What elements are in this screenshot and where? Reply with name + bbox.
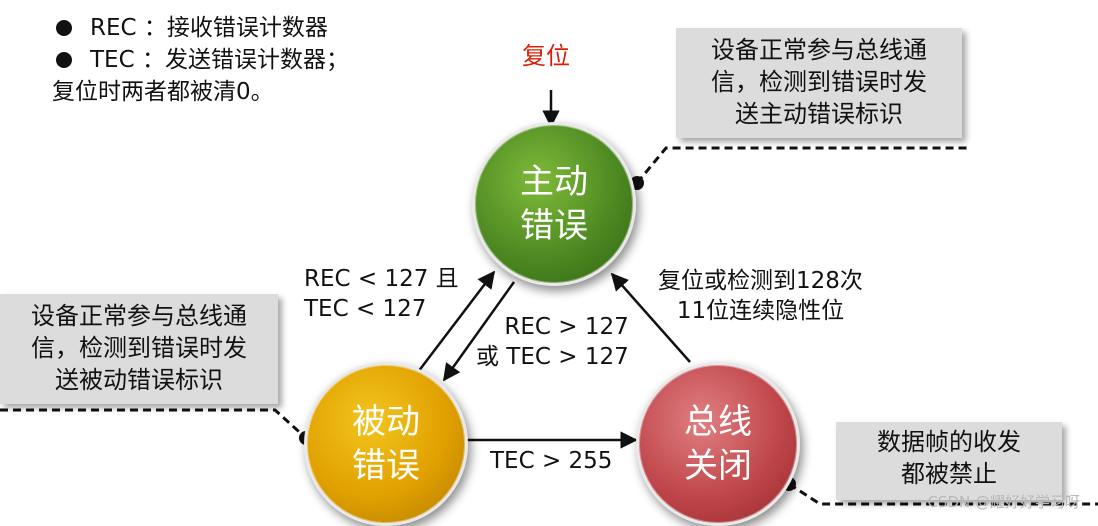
legend-reset-note: 复位时两者都被清0。 [52, 79, 274, 105]
note-passive: 设备正常参与总线通 信，检测到错误时发 送被动错误标识 [0, 294, 278, 404]
note-passive-line2: 信，检测到错误时发 [31, 334, 247, 362]
reset-label: 复位 [522, 42, 570, 70]
note-busoff: 数据帧的收发 都被禁止 [836, 422, 1062, 500]
state-active-line2: 错误 [520, 206, 588, 246]
label-active-to-passive: REC > 127 或 TEC > 127 [476, 312, 629, 372]
note-busoff-line1: 数据帧的收发 [877, 428, 1021, 456]
label-busoff-to-active: 复位或检测到128次 11位连续隐性位 [658, 266, 863, 326]
callout-active-note [635, 146, 970, 184]
label-active-to-passive-line2: 或 TEC > 127 [476, 344, 629, 370]
callout-busoff-note [788, 482, 1098, 506]
label-active-to-passive-line1: REC > 127 [504, 314, 629, 340]
note-active-line1: 设备正常参与总线通 [711, 36, 927, 64]
legend: REC ：接收错误计数器 TEC ：发送错误计数器； 复位时两者都被清0。 [52, 12, 349, 108]
bullet-icon [56, 52, 72, 68]
note-active-line3: 送主动错误标识 [735, 100, 903, 128]
label-busoff-to-active-line1: 复位或检测到128次 [658, 268, 863, 294]
legend-rec: REC ：接收错误计数器 [90, 15, 328, 41]
callout-passive-note [0, 408, 308, 440]
note-passive-line1: 设备正常参与总线通 [31, 302, 247, 330]
bullet-icon [56, 20, 72, 36]
label-passive-to-active-line2: TEC < 127 [304, 296, 427, 322]
state-active-error: 主动 错误 [472, 122, 636, 286]
note-active: 设备正常参与总线通 信，检测到错误时发 送主动错误标识 [676, 28, 962, 138]
state-active-line1: 主动 [520, 162, 588, 202]
note-passive-line3: 送被动错误标识 [55, 366, 223, 394]
watermark: CSDN @耀好好学习呀 [927, 493, 1080, 511]
state-bus-off: 总线 关闭 [636, 362, 800, 526]
state-busoff-line1: 总线 [684, 402, 752, 442]
label-busoff-to-active-line2: 11位连续隐性位 [676, 298, 845, 324]
state-busoff-line2: 关闭 [684, 446, 752, 486]
arrow-busoff-to-active [610, 272, 691, 363]
arrow-passive-to-active [417, 270, 496, 373]
arrow-active-to-passive [442, 281, 516, 382]
state-passive-error: 被动 错误 [304, 362, 468, 526]
label-passive-to-active: REC < 127 且 TEC < 127 [304, 264, 459, 324]
label-passive-to-active-line1: REC < 127 且 [304, 266, 459, 292]
note-active-line2: 信，检测到错误时发 [711, 68, 927, 96]
legend-tec: TEC ：发送错误计数器； [90, 47, 349, 73]
state-passive-line1: 被动 [352, 402, 420, 442]
state-passive-line2: 错误 [352, 446, 420, 486]
note-busoff-line2: 都被禁止 [901, 460, 997, 488]
label-passive-to-busoff: TEC > 255 [490, 448, 613, 474]
